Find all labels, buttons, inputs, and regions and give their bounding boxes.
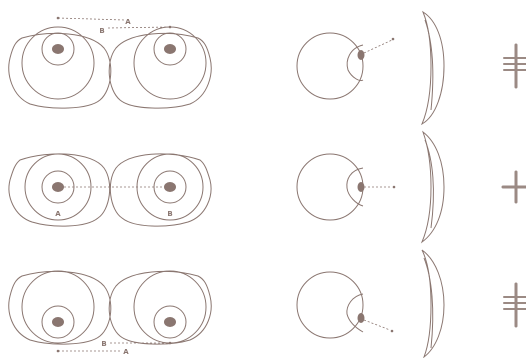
dimension-dot [57, 350, 60, 353]
left-pupil [52, 44, 64, 54]
side-eye-view [297, 33, 363, 99]
side-pupil [358, 313, 365, 323]
measurement-lines [58, 18, 170, 28]
left-eye-outline [22, 27, 94, 99]
right-eye-outline [134, 27, 206, 99]
sign-icon [503, 172, 526, 202]
left-pupil [52, 317, 64, 327]
label-b: B [167, 210, 172, 218]
sign-icon [504, 45, 526, 87]
left-eye-outline [22, 271, 94, 343]
lens-side-profile [422, 250, 444, 357]
dimension-dot [169, 342, 172, 345]
left-pupil [52, 182, 64, 192]
eyeball-outline [297, 33, 363, 99]
side-eye-view [297, 272, 363, 338]
gaze-dot [393, 186, 396, 189]
right-pupil [164, 182, 176, 192]
row-3: B A [9, 250, 526, 357]
label-a: A [123, 348, 129, 356]
label-b: B [99, 27, 104, 35]
dimension-line-a [58, 18, 125, 20]
right-lens-rim [109, 33, 211, 108]
lens-side-profile [422, 132, 444, 242]
side-pupil [358, 50, 365, 60]
row-1: A B [9, 12, 526, 124]
row-2: A B [9, 132, 526, 242]
right-pupil [164, 317, 176, 327]
sign-icon [504, 284, 526, 326]
eyeball-outline [297, 272, 363, 338]
right-lens-rim [110, 154, 211, 226]
side-pupil [358, 182, 365, 192]
side-eye-view [297, 154, 363, 220]
dimension-dot [169, 26, 172, 29]
eyeball-outline [297, 154, 363, 220]
label-a: A [55, 210, 61, 218]
gaze-line [364, 320, 390, 330]
gaze-line [364, 40, 392, 53]
right-eye-outline [134, 271, 206, 343]
gaze-dot [392, 38, 395, 41]
left-lens-rim [9, 271, 111, 344]
gaze-dot [391, 330, 394, 333]
right-pupil [164, 44, 176, 54]
label-a: A [125, 18, 131, 26]
frame-front-view [9, 27, 211, 108]
dimension-dot [57, 17, 60, 20]
cornea-iris-arc [347, 294, 363, 332]
lens-side-profile [422, 12, 444, 124]
frame-front-view [9, 154, 211, 226]
label-b: B [101, 340, 106, 348]
frame-front-view [9, 271, 211, 344]
